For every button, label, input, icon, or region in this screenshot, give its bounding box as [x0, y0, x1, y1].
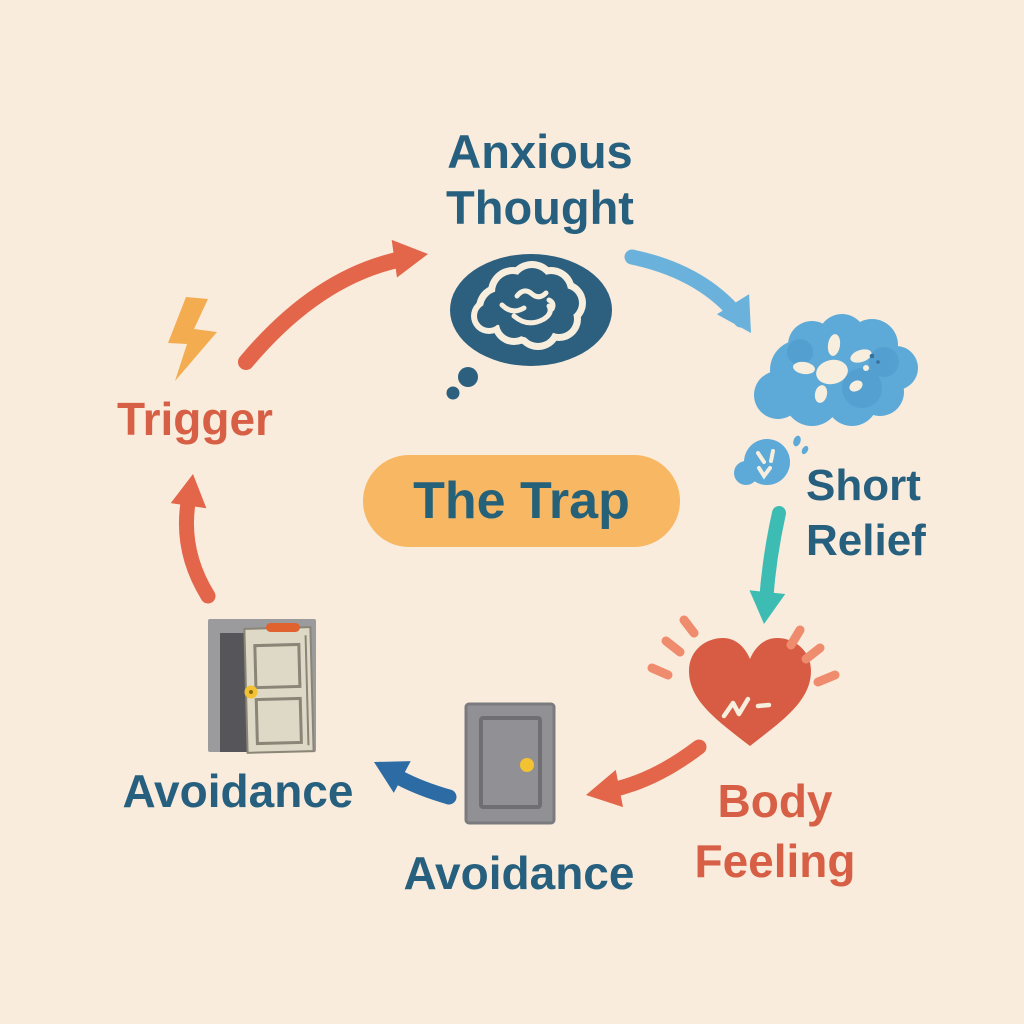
avoidance-center-label: Avoidance — [403, 847, 635, 899]
arrow-avoidance-to-avoidance — [374, 761, 457, 805]
trigger-label: Trigger — [117, 393, 273, 445]
small-cloud-marks — [756, 449, 775, 480]
cloud-specks — [869, 353, 880, 364]
lightning-bolt-icon — [168, 297, 217, 381]
arrow-trigger-to-thought — [238, 239, 428, 370]
heart-pulse-line — [721, 696, 772, 719]
relief-clouds-icon — [734, 314, 918, 485]
body-feeling-label: Body Feeling — [694, 775, 856, 887]
center-title-text: The Trap — [413, 472, 630, 530]
closed-door-icon — [464, 702, 556, 825]
heart-rays — [647, 615, 840, 687]
anxious-thought-label: Anxious Thought — [446, 125, 634, 235]
cloud-shading — [787, 339, 899, 408]
brain-squiggles — [499, 288, 556, 326]
exit-sign — [266, 623, 300, 632]
avoidance-left-label: Avoidance — [122, 765, 354, 817]
arrow-relief-to-body — [749, 506, 786, 624]
short-relief-label: Short Relief — [806, 461, 926, 565]
arrow-body-to-avoidance — [586, 739, 707, 808]
arrow-thought-to-relief — [624, 249, 751, 333]
open-door-icon — [208, 619, 316, 754]
cloud-splash — [793, 334, 872, 403]
arrow-avoidance-to-trigger — [170, 474, 216, 604]
center-title-pill: The Trap — [363, 455, 680, 547]
thought-bubble-brain-icon — [446, 254, 612, 400]
heart-pulse-icon — [647, 615, 840, 746]
